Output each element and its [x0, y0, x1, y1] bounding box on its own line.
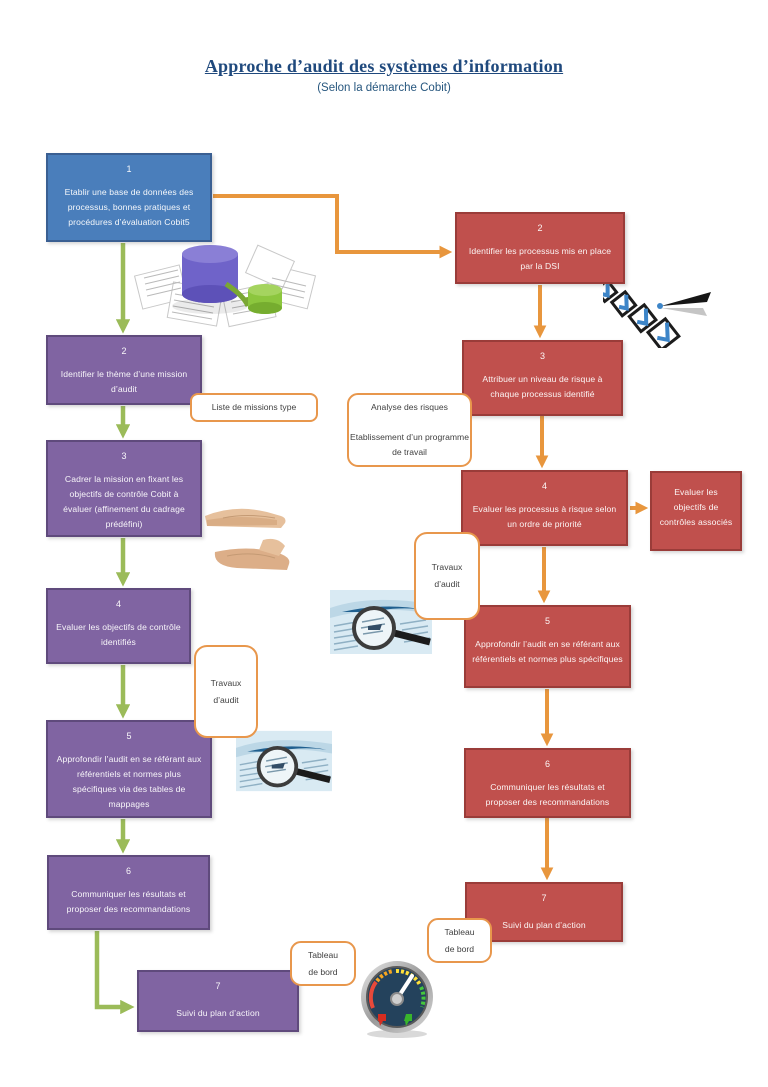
- flow-node-right-4: 4 Evaluer les processus à risque selon u…: [461, 470, 628, 546]
- flow-node-right-6: 6 Communiquer les résultats et proposer …: [464, 748, 631, 818]
- callout-travaux-audit-right: Travaux d’audit: [414, 532, 480, 620]
- callout-text: Travaux: [431, 562, 463, 572]
- checklist-image: [603, 278, 711, 348]
- flow-node-side-objectifs: Evaluer les objectifs de contrôles assoc…: [650, 471, 742, 551]
- step-label: Suivi du plan d’action: [176, 1008, 260, 1018]
- step-number: 7: [541, 893, 547, 903]
- step-label: Evaluer les objectifs de contrôles assoc…: [659, 487, 733, 527]
- step-label: Communiquer les résultats et proposer de…: [66, 889, 191, 914]
- callout-travaux-audit-left: Travaux d’audit: [194, 645, 258, 738]
- step-label: Identifier les processus mis en place pa…: [468, 246, 612, 271]
- step-number: 4: [541, 481, 547, 491]
- database-image: [133, 244, 317, 328]
- title-block: Approche d’audit des systèmes d’informat…: [0, 56, 768, 94]
- callout-text: Tableau: [307, 949, 339, 960]
- callout-liste-missions: Liste de missions type: [190, 393, 318, 422]
- step-label: Evaluer les objectifs de contrôle identi…: [56, 622, 181, 647]
- callout-text: d’audit: [434, 579, 460, 589]
- step-label: Etablir une base de données des processu…: [64, 187, 194, 227]
- gauge-image: [361, 961, 433, 1038]
- callout-text: Tableau: [444, 926, 475, 937]
- step-label: Communiquer les résultats et proposer de…: [485, 782, 610, 807]
- step-number: 2: [537, 223, 543, 233]
- page-title: Approche d’audit des systèmes d’informat…: [204, 56, 564, 76]
- step-label: Suivi du plan d’action: [502, 920, 586, 930]
- step-label: Identifier le thème d’une mission d’audi…: [60, 369, 188, 394]
- flow-node-right-3: 3 Attribuer un niveau de risque à chaque…: [462, 340, 623, 416]
- step-number: 4: [115, 599, 121, 609]
- step-number: 7: [215, 981, 221, 991]
- callout-text: Liste de missions type: [211, 402, 297, 412]
- callout-text: de bord: [444, 943, 475, 954]
- callout-text: de bord: [308, 966, 338, 977]
- step-label: Approfondir l’audit en se référant aux r…: [472, 639, 623, 664]
- callout-text: Etablissement d’un programme de travail: [350, 432, 469, 457]
- flow-node-left-6: 6 Communiquer les résultats et proposer …: [47, 855, 210, 930]
- step-number: 3: [121, 451, 127, 461]
- step-label: Approfondir l’audit en se référant aux r…: [56, 754, 202, 809]
- step-label: Evaluer les processus à risque selon un …: [472, 504, 617, 529]
- flow-node-left-4: 4 Evaluer les objectifs de contrôle iden…: [46, 588, 191, 664]
- callout-tableau-bord-left: Tableau de bord: [290, 941, 356, 986]
- flow-node-left-2: 2 Identifier le thème d’une mission d’au…: [46, 335, 202, 405]
- step-number: 5: [126, 731, 132, 741]
- callout-text: Analyse des risques: [371, 402, 448, 412]
- callout-text: Travaux: [210, 677, 242, 688]
- step-label: Attribuer un niveau de risque à chaque p…: [482, 374, 603, 399]
- step-number: 6: [125, 866, 131, 876]
- flow-node-right-5: 5 Approfondir l’audit en se référant aux…: [464, 605, 631, 688]
- callout-analyse-risques: Analyse des risques Etablissement d’un p…: [347, 393, 472, 467]
- page-subtitle: (Selon la démarche Cobit): [317, 82, 451, 94]
- step-number: 5: [544, 616, 550, 626]
- flow-node-right-2: 2 Identifier les processus mis en place …: [455, 212, 625, 284]
- flow-node-left-1: 1 Etablir une base de données des proces…: [46, 153, 212, 242]
- step-label: Cadrer la mission en fixant les objectif…: [63, 474, 185, 529]
- magnifier-image: [236, 730, 332, 792]
- flow-node-left-3: 3 Cadrer la mission en fixant les object…: [46, 440, 202, 537]
- step-number: 6: [544, 759, 550, 769]
- flow-node-left-5: 5 Approfondir l’audit en se référant aux…: [46, 720, 212, 818]
- step-number: 2: [121, 346, 127, 356]
- step-number: 3: [539, 351, 545, 361]
- flow-node-left-7: 7 Suivi du plan d’action: [137, 970, 299, 1032]
- callout-text: d’audit: [213, 694, 239, 705]
- callout-tableau-bord-right: Tableau de bord: [427, 918, 492, 963]
- hands-image: [203, 502, 303, 570]
- step-number: 1: [126, 164, 132, 174]
